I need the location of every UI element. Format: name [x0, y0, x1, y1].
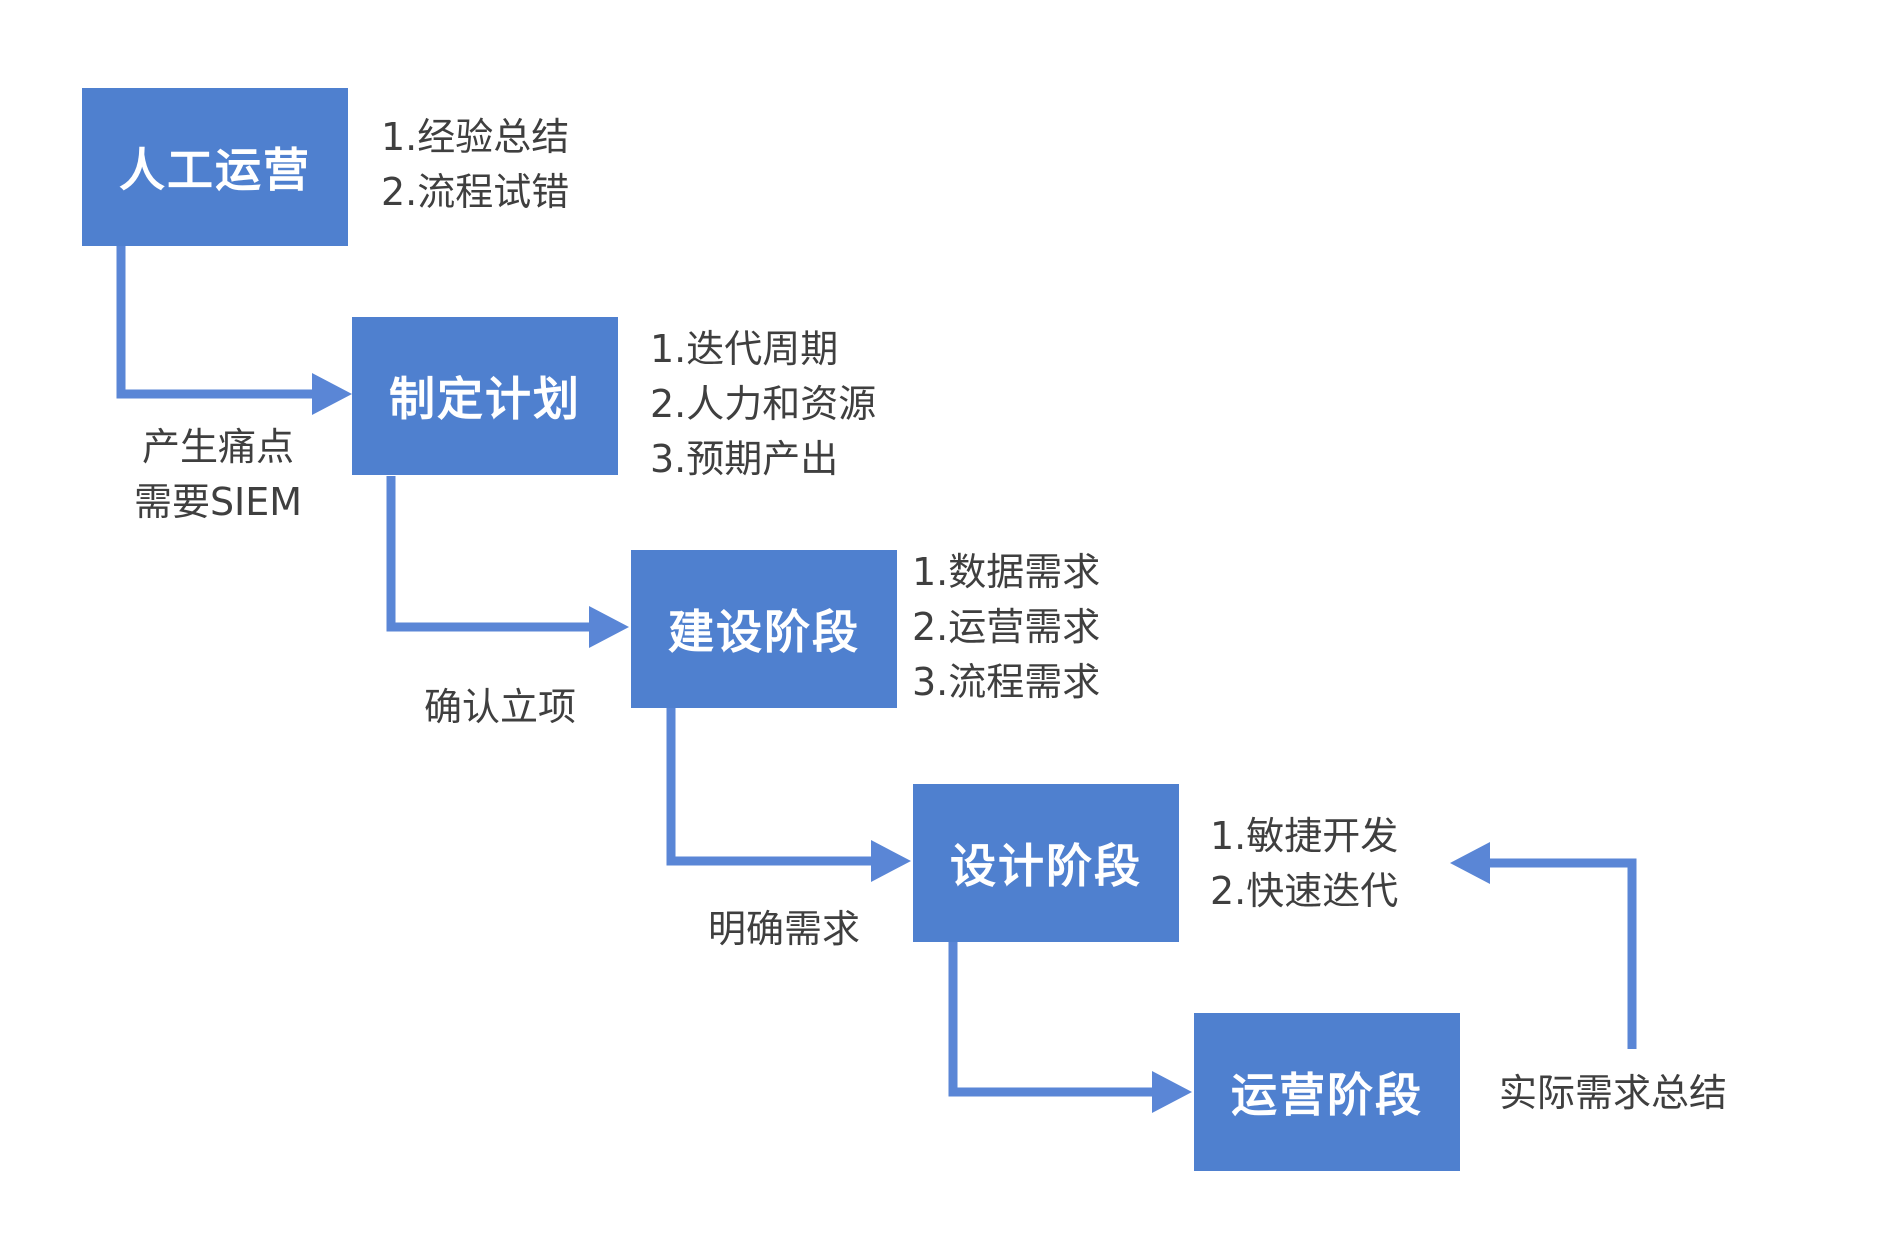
arrowhead-icon [871, 840, 911, 882]
arrow-line [1486, 858, 1637, 1049]
stage-box-manual-operation: 人工运营 [82, 88, 348, 246]
note-item: 1.迭代周期 [650, 327, 839, 371]
note-item: 3.预期产出 [650, 437, 839, 481]
note-item: 1.敏捷开发 [1210, 814, 1399, 858]
label-pain-point: 产生痛点 需要SIEM [118, 420, 318, 530]
notes-construction: 1.数据需求 2.运营需求 3.流程需求 [912, 545, 1100, 710]
note-item: 2.运营需求 [912, 605, 1101, 649]
note-item: 2.流程试错 [381, 170, 570, 214]
arrow-feedback-loop [1450, 842, 1637, 1049]
arrowhead-icon [589, 606, 629, 648]
label-feedback-summary: 实际需求总结 [1478, 1066, 1748, 1121]
arrow-line [116, 246, 316, 399]
arrow-manual-to-plan [116, 246, 352, 415]
notes-design: 1.敏捷开发 2.快速迭代 [1210, 809, 1398, 919]
stage-box-make-plan: 制定计划 [352, 317, 618, 475]
arrow-design-to-operation [948, 942, 1192, 1113]
arrowhead-icon [1450, 842, 1490, 884]
arrowhead-icon [1152, 1071, 1192, 1113]
note-item: 3.流程需求 [912, 660, 1101, 704]
arrow-line [386, 476, 593, 632]
note-item: 2.人力和资源 [650, 382, 877, 426]
note-item: 2.快速迭代 [1210, 869, 1399, 913]
arrowhead-icon [312, 373, 352, 415]
arrow-line [948, 942, 1156, 1097]
stage-box-operation: 运营阶段 [1194, 1013, 1460, 1171]
stage-label: 人工运营 [119, 143, 311, 197]
feedback-label: 实际需求总结 [1498, 1071, 1727, 1115]
stage-label: 制定计划 [389, 372, 581, 426]
stage-label: 运营阶段 [1231, 1068, 1423, 1122]
label-clarify-requirements: 明确需求 [684, 902, 884, 957]
arrow-line [666, 708, 875, 866]
notes-manual-operation: 1.经验总结 2.流程试错 [381, 110, 569, 220]
stage-box-construction: 建设阶段 [631, 550, 897, 708]
stage-box-design: 设计阶段 [913, 784, 1179, 942]
connector-label-line: 确认立项 [423, 685, 576, 729]
stage-label: 建设阶段 [668, 605, 860, 659]
label-project-approved: 确认立项 [400, 680, 600, 735]
connector-label-line: 明确需求 [707, 907, 860, 951]
stage-label: 设计阶段 [950, 839, 1142, 893]
connector-label-line: 需要SIEM [133, 480, 303, 524]
arrow-construction-to-design [666, 708, 911, 882]
connector-label-line: 产生痛点 [141, 425, 294, 469]
note-item: 1.经验总结 [381, 115, 570, 159]
arrow-plan-to-construction [386, 476, 629, 648]
note-item: 1.数据需求 [912, 550, 1101, 594]
notes-make-plan: 1.迭代周期 2.人力和资源 3.预期产出 [650, 322, 876, 487]
